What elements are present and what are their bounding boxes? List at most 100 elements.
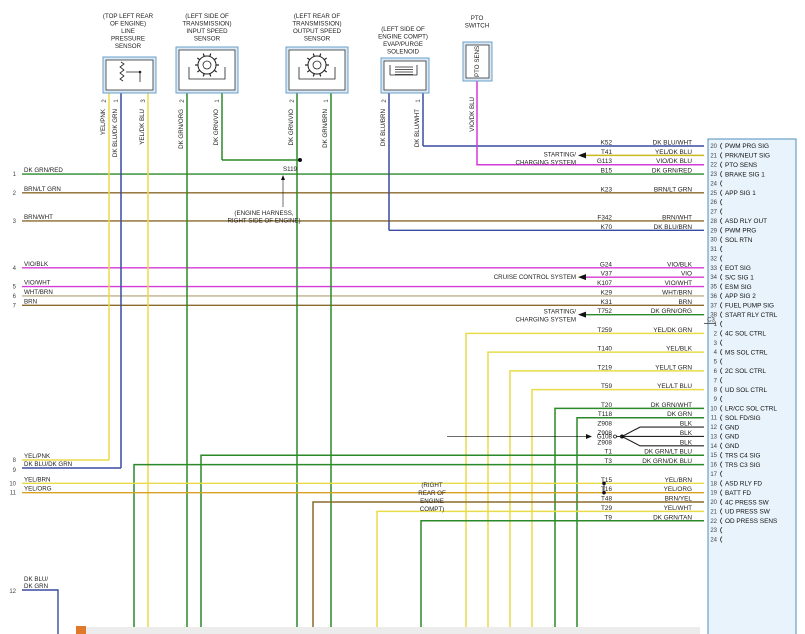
connector-pin-cavity — [720, 161, 723, 169]
connector-pin-cavity — [720, 273, 723, 281]
harness-edge-wire-label: YEL/BRN — [24, 476, 50, 483]
harness-edge-number: 4 — [13, 266, 17, 272]
circuit-id: G113 — [597, 158, 613, 165]
evap-purge-solenoid-caption: SOLENOID — [387, 49, 420, 56]
circuit-id: F342 — [597, 214, 612, 221]
line-pressure-sensor-caption: LINE — [121, 28, 135, 35]
connector-pin-cavity — [720, 508, 723, 515]
circuit-id: Z908 — [597, 439, 612, 446]
component-pin-number: 2 — [290, 99, 296, 103]
connector-pin-cavity — [720, 348, 723, 356]
line-pressure-sensor-caption: SENSOR — [115, 43, 142, 50]
connector-pin-number: 15 — [710, 453, 717, 459]
harness-wire — [554, 407, 704, 634]
wire-color-label: VIO/WHT — [665, 280, 692, 287]
connector-pin-cavity — [720, 142, 723, 150]
connector-pin-cavity — [720, 489, 723, 496]
connector-pin-number: 13 — [710, 434, 717, 440]
circuit-id: T752 — [597, 308, 612, 315]
evap-purge-solenoid-caption: ENGINE COMPT) — [378, 34, 428, 41]
connector-pin-function: OD PRESS SENS — [725, 518, 777, 525]
connector-pin-number: 36 — [710, 294, 717, 300]
connector-pin-number: 32 — [710, 256, 717, 262]
component-pin-number: 2 — [382, 99, 388, 103]
connector-pin-cavity — [720, 236, 723, 243]
component-pin-number: 2 — [180, 99, 186, 103]
connector-pin-cavity — [720, 217, 723, 225]
input-speed-sensor-gear-tooth — [209, 53, 212, 57]
input-speed-sensor-gear-tooth — [213, 69, 218, 73]
circuit-id: K23 — [601, 186, 613, 193]
harness-edge-number: 8 — [13, 458, 17, 464]
system-note: CRUISE CONTROL SYSTEM — [494, 274, 576, 281]
output-speed-sensor-gear-tooth — [319, 53, 322, 57]
pto-wire-label: VIO/DK BLU — [469, 97, 476, 132]
connector-pin-cavity — [720, 170, 723, 178]
harness-edge-number: 5 — [13, 285, 17, 291]
circuit-id: V37 — [601, 271, 613, 278]
circuit-id: K70 — [601, 224, 613, 231]
circuit-id: T3 — [605, 458, 613, 465]
circuit-id: G24 — [600, 261, 613, 268]
pto-switch-caption: PTO — [471, 15, 484, 22]
connector-pin-number: 21 — [710, 153, 717, 159]
output-speed-sensor-caption: OUTPUT SPEED — [293, 28, 342, 35]
connector-pin-number: 30 — [710, 238, 717, 244]
splice-note: RIGHT SIDE OF ENGINE) — [227, 218, 300, 225]
ground-wire — [621, 426, 704, 437]
connector-pin-cavity — [720, 227, 723, 234]
component-pin-number: 2 — [102, 99, 108, 103]
wire-color-label: VIO — [681, 271, 692, 278]
connector-pin-number: 22 — [710, 519, 717, 525]
connector-pin-number: 33 — [710, 266, 717, 272]
connector-pin-number: 23 — [710, 528, 717, 534]
circuit-id: Z908 — [597, 421, 612, 428]
input-speed-sensor-gear-tooth — [202, 73, 205, 77]
wire-color-label: VIO/DK BLU — [656, 158, 692, 165]
wire-color-label: DK BLU/BRN — [654, 224, 693, 231]
circuit-id: K52 — [601, 140, 613, 147]
connector-pin-cavity — [720, 255, 723, 262]
output-speed-sensor-gear-tooth — [323, 57, 328, 61]
wire-color-label: YEL/LT GRN — [655, 364, 692, 371]
input-speed-sensor-gear-tooth — [209, 73, 212, 77]
harness-edge-number: 11 — [10, 491, 17, 497]
connector-pin-function: UD PRESS SW — [725, 509, 771, 516]
connector-pin-function: 4C SOL CTRL — [725, 331, 766, 338]
system-note: STARTING/ — [544, 309, 577, 316]
output-speed-sensor-gear-tooth — [312, 73, 315, 77]
harness-wire — [487, 351, 704, 634]
sensor-resistor-symbol — [119, 61, 125, 82]
connector-pin-number: 6 — [714, 369, 718, 375]
connector-pin-cavity — [720, 320, 723, 328]
harness-edge-wire-label: YEL/PNK — [24, 453, 51, 460]
output-speed-sensor-gear-hub-icon — [312, 60, 322, 70]
circuit-id: T9 — [605, 514, 613, 521]
connector-pin-number: 9 — [714, 397, 718, 403]
connector-pin-function: SOL FD/SIG — [725, 415, 761, 422]
connector-pin-function: S/C SIG 1 — [725, 274, 754, 281]
harness-edge-wire-label: DK BLU/ — [24, 576, 48, 583]
connector-pin-number: 20 — [710, 144, 717, 150]
harness-edge-number: 7 — [13, 303, 17, 309]
wire-color-label: DK BLU/WHT — [653, 140, 693, 147]
circuit-id: T1 — [605, 449, 613, 456]
circuit-id: T29 — [601, 505, 612, 512]
circuit-id: T20 — [601, 402, 612, 409]
connector-pin-number: 27 — [710, 210, 717, 216]
connector-pin-number: 4 — [714, 350, 718, 356]
harness-wire — [22, 589, 59, 634]
output-speed-sensor-caption: SENSOR — [304, 36, 331, 43]
connector-pin-cavity — [720, 517, 723, 525]
connector-pin-function: MS SOL CTRL — [725, 349, 768, 356]
pto-switch-inner — [465, 44, 490, 79]
connector-pin-cavity — [720, 405, 723, 412]
circuit-id: K107 — [597, 280, 612, 287]
input-speed-sensor-caption: INPUT SPEED — [186, 28, 228, 35]
connector-pin-number: 16 — [710, 463, 717, 469]
connector-pin-function: PWM PRG SIG — [725, 143, 769, 150]
connector-pin-function: ESM SIG — [725, 284, 752, 291]
harness-edge-wire-label: BRN/LT GRN — [24, 186, 61, 193]
wire-color-label: BRN/YEL — [665, 496, 693, 503]
connector-pin-cavity — [720, 480, 723, 487]
